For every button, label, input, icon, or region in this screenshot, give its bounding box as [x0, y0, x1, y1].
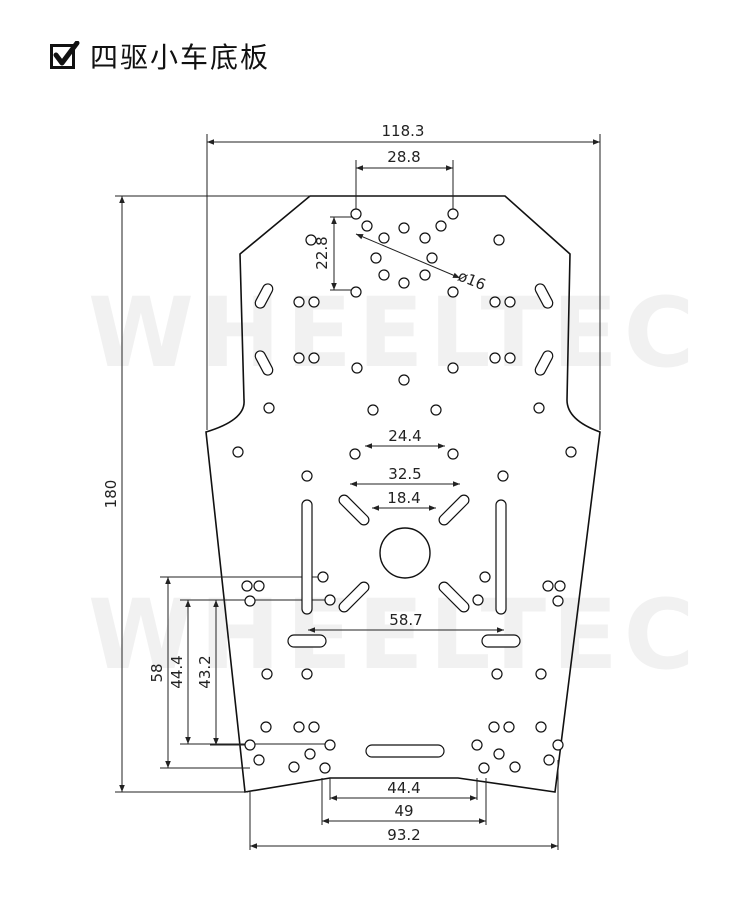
slots [254, 283, 554, 758]
extension-lines [115, 134, 601, 850]
dim-bottom-49: 49 [394, 802, 413, 820]
dim-left-44: 44.4 [168, 655, 186, 688]
page-title: 四驱小车底板 [90, 41, 271, 74]
dim-left-58: 58 [148, 663, 166, 682]
checkbox-checked-icon [50, 40, 80, 71]
center-hole [379, 527, 431, 579]
board-outline [205, 195, 601, 793]
mounting-holes [232, 208, 577, 774]
dimension-lines [119, 139, 600, 849]
dim-top-hole-spacing: 28.8 [387, 148, 420, 166]
dim-bottom-93: 93.2 [387, 826, 420, 844]
dim-bottom-44: 44.4 [387, 779, 420, 797]
dim-mid-spacing-c: 18.4 [387, 489, 420, 507]
dim-slot-spacing: 58.7 [389, 611, 422, 629]
dim-mid-spacing-b: 32.5 [388, 465, 421, 483]
dim-overall-width: 118.3 [382, 122, 425, 140]
dim-top-hole-vertical: 22.8 [313, 236, 331, 269]
dim-overall-height: 180 [102, 480, 120, 509]
title-bar: 四驱小车底板 [50, 36, 270, 76]
watermark-top: WHEELTEC [88, 277, 700, 389]
dim-left-43: 43.2 [196, 655, 214, 688]
dim-mid-spacing-a: 24.4 [388, 427, 421, 445]
